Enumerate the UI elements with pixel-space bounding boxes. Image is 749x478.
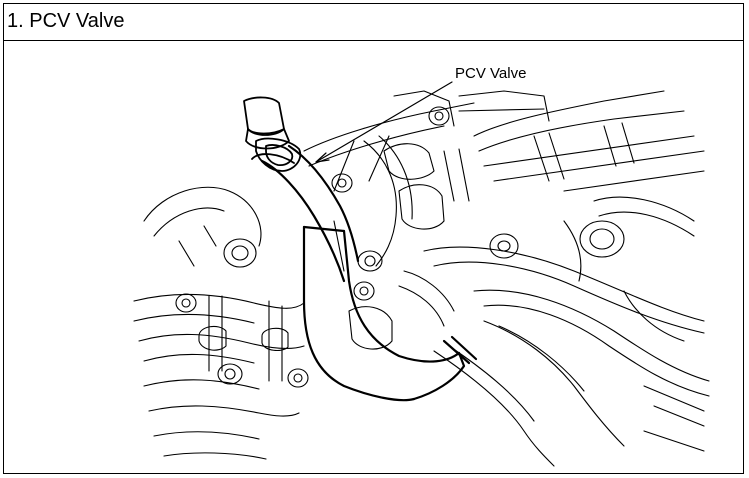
figure-frame: 1. PCV Valve [3, 3, 744, 474]
left-pipe-assembly [133, 186, 309, 460]
pcv-valve-fitting [243, 96, 302, 172]
engine-diagram: PCV Valve [4, 41, 743, 473]
figure-header: 1. PCV Valve [4, 4, 743, 41]
pcv-hose [260, 144, 478, 402]
engine-block-top [303, 90, 705, 202]
figure-title: 1. PCV Valve [7, 10, 125, 32]
engine-drawing: PCV Valve [133, 65, 710, 467]
callout-leader [315, 81, 453, 163]
center-bracket [331, 135, 455, 350]
intake-pipes-right [423, 196, 710, 467]
pcv-valve-label: PCV Valve [455, 65, 526, 82]
